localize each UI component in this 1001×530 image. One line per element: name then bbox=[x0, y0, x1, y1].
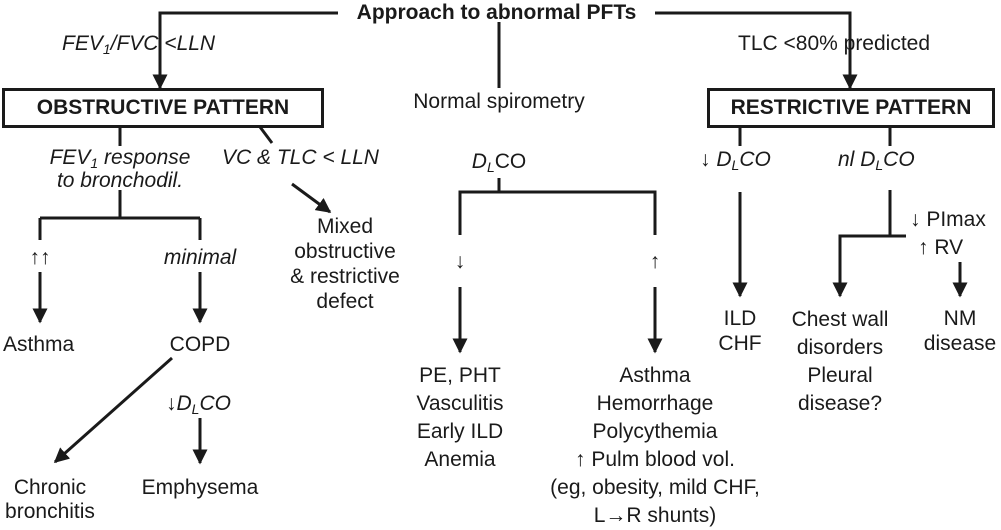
nm-disease-outcome: NM disease bbox=[923, 307, 997, 355]
mixed-defect-label: Mixed obstructive & restrictive defect bbox=[290, 215, 400, 313]
title-right-connector bbox=[655, 11, 858, 90]
minimal-response-label: minimal bbox=[163, 246, 237, 269]
copd-low-dlco-label: ↓DLCO bbox=[166, 392, 231, 417]
restrictive-pattern-box: RESTRICTIVE PATTERN bbox=[707, 88, 995, 128]
ild-chf-outcome: ILD CHF bbox=[718, 307, 762, 355]
tlc-criterion: TLC <80% predicted bbox=[738, 32, 931, 55]
center-dlco-label: DLCO bbox=[471, 150, 527, 175]
low-dlco-causes-list: PE, PHT Vasculitis Early ILD Anemia bbox=[416, 364, 504, 471]
copd-node: COPD bbox=[169, 333, 231, 356]
obstructive-to-vctlc bbox=[258, 126, 274, 144]
chronic-bronchitis-outcome: Chronic bronchitis bbox=[5, 476, 95, 523]
restrictive-low-dlco-label: ↓ DLCO bbox=[700, 148, 771, 173]
low-dlco-arrow-label: ↓ bbox=[454, 250, 466, 273]
diagram-title: Approach to abnormal PFTs bbox=[356, 1, 637, 24]
fev1-response-label: FEV1 response to bronchodil. bbox=[49, 146, 191, 192]
pimax-rv-label: ↓ PImax ↑ RV bbox=[910, 208, 986, 259]
nl-dlco-split bbox=[832, 190, 892, 298]
vc-tlc-label: VC & TLC < LLN bbox=[222, 146, 379, 169]
restrictive-nl-dlco-label: nl DLCO bbox=[838, 148, 915, 173]
vctlc-to-mixed-arrow bbox=[291, 182, 332, 214]
copd-to-bronchitis-arrow bbox=[53, 356, 173, 464]
large-response-label: ↑↑ bbox=[29, 246, 51, 269]
high-dlco-causes-list: Asthma Hemorrhage Polycythemia ↑ Pulm bl… bbox=[550, 364, 760, 527]
normal-spirometry-label: Normal spirometry bbox=[400, 90, 598, 114]
high-dlco-arrow-label: ↑ bbox=[649, 250, 661, 273]
fev1-fvc-criterion: FEV1/FVC <LLN bbox=[62, 32, 216, 57]
emphysema-outcome: Emphysema bbox=[141, 476, 259, 499]
asthma-outcome: Asthma bbox=[3, 333, 75, 356]
dlco-split bbox=[458, 190, 657, 235]
obstructive-pattern-box: OBSTRUCTIVE PATTERN bbox=[2, 88, 324, 128]
title-left-connector bbox=[152, 11, 338, 90]
chest-wall-outcome: Chest wall disorders Pleural disease? bbox=[791, 308, 889, 415]
